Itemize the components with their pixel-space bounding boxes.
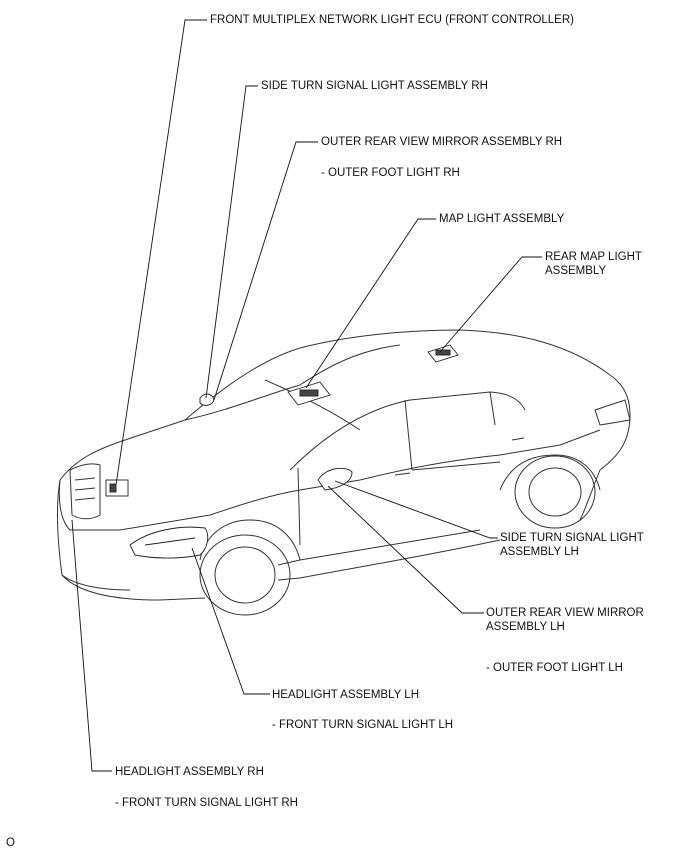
label-front-ecu: FRONT MULTIPLEX NETWORK LIGHT ECU (FRONT… xyxy=(210,14,574,26)
front-ecu-part xyxy=(105,479,129,497)
label-map-light: MAP LIGHT ASSEMBLY xyxy=(439,213,565,225)
label-side-turn-lh-1: SIDE TURN SIGNAL LIGHT xyxy=(500,532,644,544)
label-foot-rh: - OUTER FOOT LIGHT RH xyxy=(321,167,460,179)
label-rear-map-2: ASSEMBLY xyxy=(545,265,607,277)
mirror-lh-part xyxy=(317,467,353,491)
map-light-part xyxy=(287,381,331,406)
label-mirror-rh: OUTER REAR VIEW MIRROR ASSEMBLY RH xyxy=(321,136,563,148)
side-turn-rh-part xyxy=(199,393,215,406)
label-rear-map-1: REAR MAP LIGHT xyxy=(545,251,642,263)
label-side-turn-rh: SIDE TURN SIGNAL LIGHT ASSEMBLY RH xyxy=(261,80,488,92)
label-foot-lh: - OUTER FOOT LIGHT LH xyxy=(486,662,623,674)
car-outline xyxy=(56,329,631,616)
label-front-turn-rh: - FRONT TURN SIGNAL LIGHT RH xyxy=(115,797,298,809)
label-front-turn-lh: - FRONT TURN SIGNAL LIGHT LH xyxy=(272,719,454,731)
leader-lines xyxy=(71,19,542,772)
label-side-turn-lh-2: ASSEMBLY LH xyxy=(500,546,579,558)
headlight-lh-part xyxy=(129,526,209,559)
corner-code: O xyxy=(6,837,15,849)
label-mirror-lh-1: OUTER REAR VIEW MIRROR xyxy=(486,607,644,619)
label-headlight-rh: HEADLIGHT ASSEMBLY RH xyxy=(115,766,264,778)
label-headlight-lh: HEADLIGHT ASSEMBLY LH xyxy=(272,689,420,701)
label-mirror-lh-2: ASSEMBLY LH xyxy=(486,621,565,633)
rear-map-light-part xyxy=(427,344,459,363)
